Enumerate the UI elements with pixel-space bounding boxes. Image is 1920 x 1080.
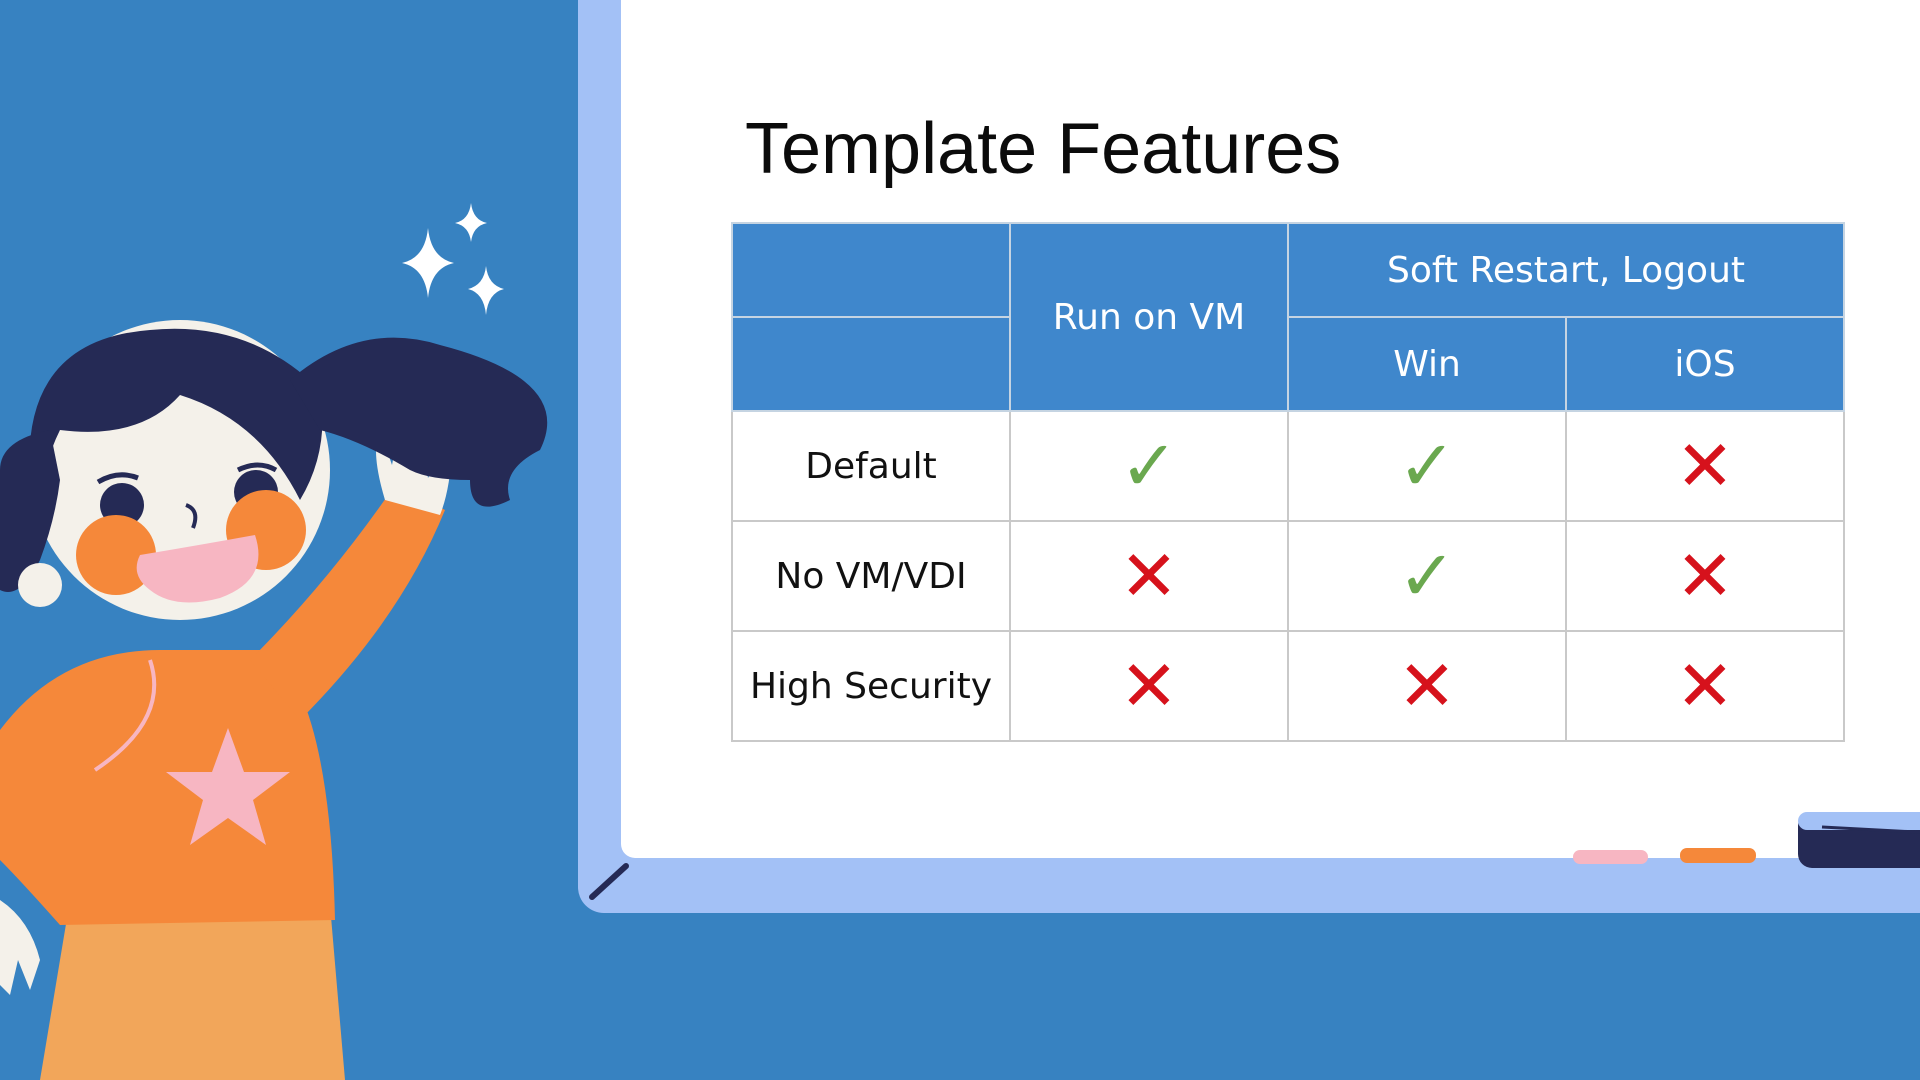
cell-run-on-vm: ✓: [1009, 410, 1289, 522]
cross-icon: ✕: [1119, 645, 1179, 727]
cell-win: ✓: [1287, 520, 1567, 632]
shirt: [0, 650, 335, 925]
table-body: Default ✓ ✓ ✕ No VM/VDI ✕ ✓ ✕ High Secur…: [731, 410, 1846, 742]
pink-chalk: [1573, 850, 1648, 864]
header-empty-bottom: [731, 316, 1011, 412]
cell-win: ✓: [1287, 410, 1567, 522]
cell-win: ✕: [1287, 630, 1567, 742]
mouth: [136, 535, 259, 603]
shirt-seam: [93, 659, 157, 772]
sparkle-icon: [455, 203, 487, 242]
left-brow: [96, 472, 139, 485]
lower-hand: [0, 900, 40, 995]
cross-icon: ✕: [1397, 645, 1457, 727]
sparkle-icon: [402, 228, 454, 298]
sparkle-icon: [468, 266, 504, 315]
ponytail-left: [0, 430, 60, 592]
header-win: Win: [1287, 316, 1567, 412]
left-cheek: [76, 515, 156, 595]
cross-icon: ✕: [1675, 645, 1735, 727]
row-label: Default: [731, 410, 1011, 522]
header-empty-top: [731, 222, 1011, 318]
header-ios: iOS: [1564, 316, 1846, 412]
nose: [185, 503, 198, 529]
cross-icon: ✕: [1675, 425, 1735, 507]
cell-run-on-vm: ✕: [1009, 630, 1289, 742]
features-table: Run on VM Soft Restart, Logout Win iOS D…: [731, 222, 1846, 742]
header-run-on-vm: Run on VM: [1009, 222, 1289, 412]
right-brow: [236, 462, 278, 473]
cell-ios: ✕: [1564, 410, 1846, 522]
star-icon: [166, 728, 290, 845]
table-row: No VM/VDI ✕ ✓ ✕: [731, 520, 1846, 632]
header-soft-restart-logout: Soft Restart, Logout: [1286, 222, 1846, 318]
hair: [29, 328, 323, 520]
check-icon: ✓: [1397, 425, 1457, 507]
marker-tray-stroke: [589, 863, 629, 900]
table-row: Default ✓ ✓ ✕: [731, 410, 1846, 522]
check-icon: ✓: [1119, 425, 1179, 507]
cell-run-on-vm: ✕: [1009, 520, 1289, 632]
cell-ios: ✕: [1564, 630, 1846, 742]
check-icon: ✓: [1397, 535, 1457, 617]
table-row: High Security ✕ ✕ ✕: [731, 630, 1846, 742]
orange-chalk: [1680, 848, 1756, 863]
eraser-top: [1798, 812, 1920, 830]
cross-icon: ✕: [1675, 535, 1735, 617]
row-label: High Security: [731, 630, 1011, 742]
pants: [40, 900, 345, 1080]
ear: [18, 563, 62, 607]
cross-icon: ✕: [1119, 535, 1179, 617]
slide-title: Template Features: [745, 109, 1342, 189]
row-label: No VM/VDI: [731, 520, 1011, 632]
cell-ios: ✕: [1564, 520, 1846, 632]
raised-arm: [250, 485, 445, 720]
eraser-line: [1821, 825, 1920, 834]
ponytail-right: [290, 337, 548, 507]
